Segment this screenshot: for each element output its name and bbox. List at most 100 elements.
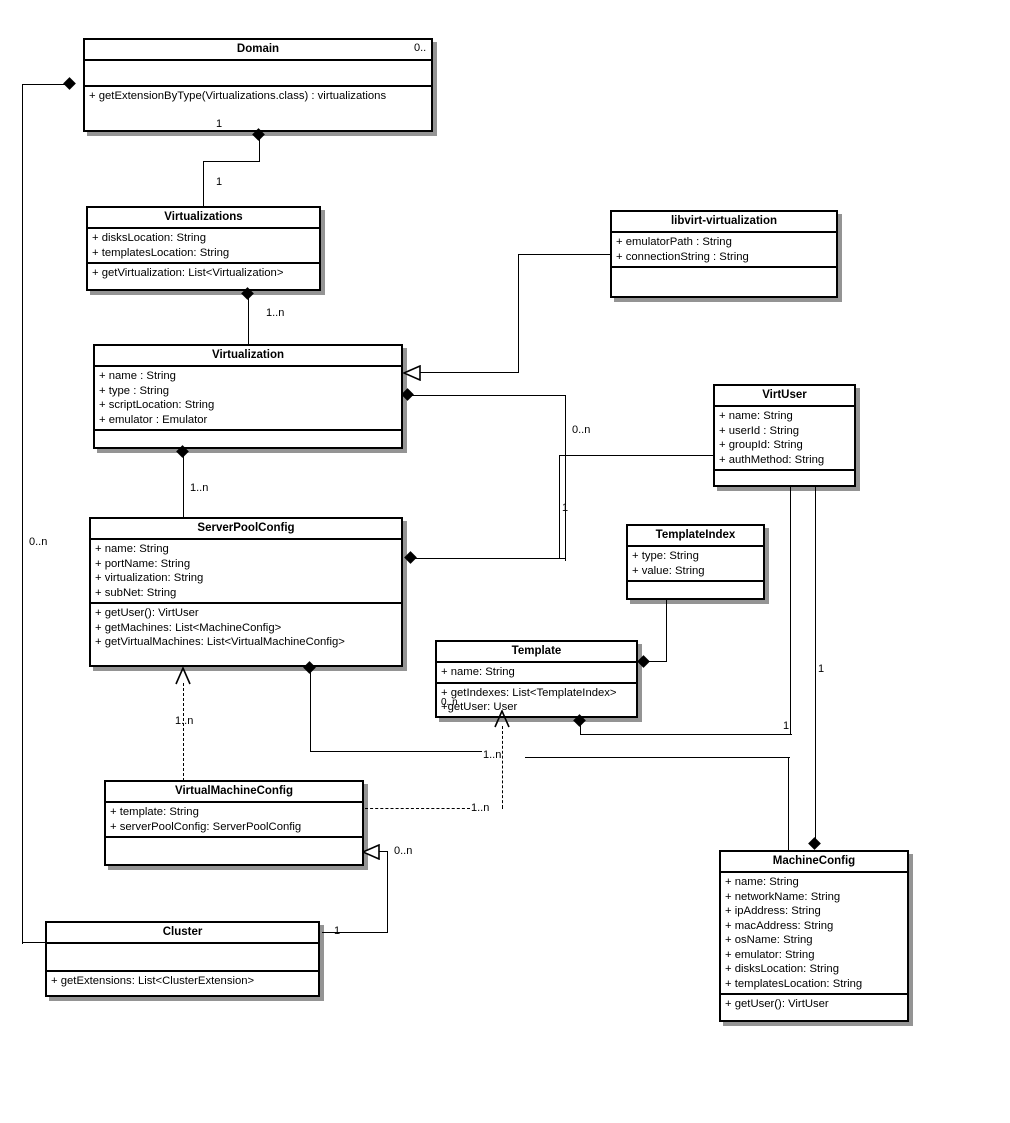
- class-operation: + getExtensions: List<ClusterExtension>: [51, 975, 255, 987]
- mult-virtualization-bottom: 1..n: [190, 482, 209, 494]
- class-attribute: + scriptLocation: String: [99, 399, 215, 411]
- class-attribute: + name: String: [95, 543, 169, 555]
- mult-serverpool-vmc: 1..n: [175, 715, 194, 727]
- class-attribute: + emulator : Emulator: [99, 413, 208, 426]
- edge-spc-machineconfig-v: [788, 757, 790, 861]
- class-operation: + getVirtualization: List<Virtualization…: [92, 267, 284, 279]
- edge-spc-virtuser-h1: [413, 557, 566, 559]
- edge-template-virtuser-v2: [579, 722, 581, 735]
- class-operations-virtuser: [715, 471, 854, 495]
- class-attributes-machineconfig: + name: String + networkName: String + i…: [721, 873, 907, 995]
- edge-libvirt-v: [518, 254, 520, 373]
- composition-diamond-domain-left: [63, 77, 76, 90]
- class-box-virtuser[interactable]: VirtUser + name: String + userId : Strin…: [713, 384, 856, 487]
- class-attribute: + templatesLocation: String: [725, 977, 863, 990]
- edge-vmc-template-dashed-v: [501, 726, 503, 808]
- mult-template-vmc: 1..n: [471, 802, 490, 814]
- mult-virtuser-machineconfig: 1: [818, 663, 825, 675]
- composition-diamond-virtualization-right: [401, 388, 414, 401]
- class-operation: + getMachines: List<MachineConfig>: [95, 621, 282, 634]
- class-box-domain[interactable]: Domain + getExtensionByType(Virtualizati…: [83, 38, 433, 132]
- class-attributes-templateindex: + type: String + value: String: [628, 547, 763, 582]
- class-operations-cluster: + getExtensions: List<ClusterExtension>: [47, 972, 318, 991]
- class-operation: + getExtensionByType(Virtualizations.cla…: [89, 90, 387, 102]
- class-operation: + getUser(): VirtUser: [95, 607, 199, 619]
- edge-cluster-vmc-h: [322, 932, 388, 934]
- class-attribute: + type: String: [632, 550, 699, 562]
- class-attribute: + connectionString : String: [616, 250, 749, 263]
- class-attribute: + name : String: [99, 370, 176, 382]
- edge-templateindex-template-v: [666, 600, 668, 662]
- generalization-arrow-virtualization: [403, 365, 421, 381]
- class-operations-virtualization: [95, 431, 401, 453]
- class-attributes-libvirt: + emulatorPath : String + connectionStri…: [612, 233, 836, 268]
- class-operation: + getIndexes: List<TemplateIndex>: [441, 686, 617, 699]
- class-box-virtualizations[interactable]: Virtualizations + disksLocation: String …: [86, 206, 321, 291]
- mult-serverpool-mid: 1: [562, 502, 569, 514]
- class-title-virtualmachineconfig: VirtualMachineConfig: [106, 782, 362, 803]
- class-attribute: + templatesLocation: String: [92, 246, 230, 259]
- edge-domain-to-cluster-h2: [22, 942, 50, 944]
- mult-virtualization-right: 0..n: [572, 424, 591, 436]
- edge-spc-machineconfig-h: [525, 757, 790, 759]
- composition-diamond-template-right: [637, 655, 650, 668]
- class-title-virtualization: Virtualization: [95, 346, 401, 367]
- edge-machineconfig-virtuser-v: [814, 487, 816, 841]
- class-attributes-serverpoolconfig: + name: String + portName: String + virt…: [91, 540, 401, 604]
- class-title-template: Template: [437, 642, 636, 663]
- class-title-virtuser: VirtUser: [715, 386, 854, 407]
- class-box-libvirt-virtualization[interactable]: libvirt-virtualization + emulatorPath : …: [610, 210, 838, 298]
- class-title-machineconfig: MachineConfig: [721, 852, 907, 873]
- edge-libvirt-h2: [418, 372, 519, 374]
- mult-vmc-cluster: 0..n: [394, 845, 413, 857]
- class-attribute: + serverPoolConfig: ServerPoolConfig: [110, 820, 302, 833]
- edge-virtualization-spc-h1: [410, 394, 566, 396]
- class-title-domain: Domain: [85, 40, 431, 61]
- class-operations-serverpoolconfig: + getUser(): VirtUser + getMachines: Lis…: [91, 604, 401, 652]
- class-operations-template: + getIndexes: List<TemplateIndex> +getUs…: [437, 684, 636, 717]
- class-attribute: + subNet: String: [95, 586, 177, 599]
- class-box-template[interactable]: Template + name: String + getIndexes: Li…: [435, 640, 638, 718]
- class-attributes-template: + name: String: [437, 663, 636, 684]
- class-box-virtualmachineconfig[interactable]: VirtualMachineConfig + template: String …: [104, 780, 364, 866]
- edge-domain-virtualizations-v1: [258, 136, 260, 162]
- edge-virtualization-serverpool: [182, 453, 184, 517]
- class-attribute: + macAddress: String: [725, 919, 834, 932]
- edge-domain-virtualizations-h: [203, 161, 260, 163]
- mult-serverpool-left: 0..n: [29, 536, 48, 548]
- mult-template-machineconfig: 1..n: [483, 749, 502, 761]
- class-attribute: + groupId: String: [719, 439, 803, 451]
- edge-cluster-vmc-h-top: [377, 851, 388, 853]
- class-attributes-virtualizations: + disksLocation: String + templatesLocat…: [88, 229, 319, 264]
- mult-virtualizations-bottom: 1..n: [266, 307, 285, 319]
- class-attribute: + name: String: [725, 876, 799, 888]
- class-attribute: + name: String: [719, 410, 793, 422]
- class-attribute: + osName: String: [725, 934, 813, 946]
- class-operations-machineconfig: + getUser(): VirtUser: [721, 995, 907, 1014]
- class-attributes-virtualmachineconfig: + template: String + serverPoolConfig: S…: [106, 803, 362, 838]
- class-operations-libvirt: [612, 268, 836, 304]
- class-attribute: + authMethod: String: [719, 453, 825, 466]
- mult-domain-right-top: 0..: [414, 42, 427, 54]
- edge-template-virtuser-h: [579, 734, 792, 736]
- class-attribute: + emulator: String: [725, 948, 815, 961]
- class-box-machineconfig[interactable]: MachineConfig + name: String + networkNa…: [719, 850, 909, 1022]
- class-attributes-domain: [85, 61, 431, 87]
- edge-libvirt-h1: [518, 254, 610, 256]
- class-box-serverpoolconfig[interactable]: ServerPoolConfig + name: String + portNa…: [89, 517, 403, 667]
- class-box-cluster[interactable]: Cluster + getExtensions: List<ClusterExt…: [45, 921, 320, 997]
- class-box-templateindex[interactable]: TemplateIndex + type: String + value: St…: [626, 524, 765, 600]
- class-attribute: + value: String: [632, 564, 705, 577]
- class-operation: + getUser(): VirtUser: [725, 998, 829, 1010]
- generalization-arrow-vmc: [362, 844, 380, 860]
- class-attribute: + type : String: [99, 384, 170, 397]
- edge-virtualization-spc-v: [565, 394, 567, 561]
- class-operations-virtualizations: + getVirtualization: List<Virtualization…: [88, 264, 319, 283]
- class-operation: + getVirtualMachines: List<VirtualMachin…: [95, 636, 345, 648]
- mult-virtualizations-top: 1: [216, 176, 223, 188]
- class-attribute: + emulatorPath : String: [616, 236, 732, 248]
- mult-cluster-right: 1: [334, 925, 341, 937]
- class-box-virtualization[interactable]: Virtualization + name : String + type : …: [93, 344, 403, 449]
- class-operations-domain: + getExtensionByType(Virtualizations.cla…: [85, 87, 431, 135]
